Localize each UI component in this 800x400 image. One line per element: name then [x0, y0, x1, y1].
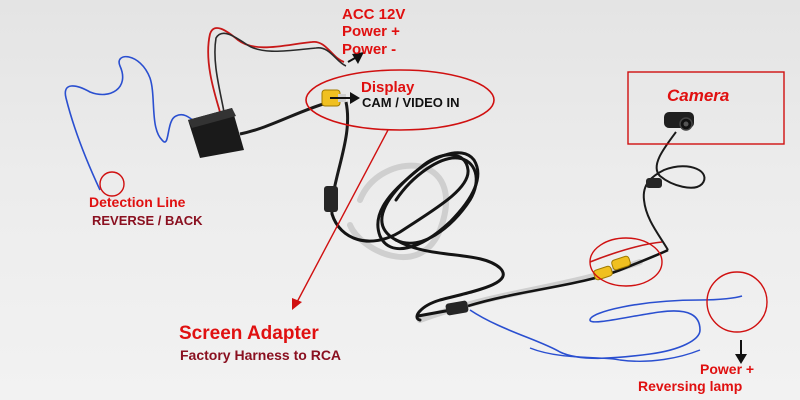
- bottom-rca-connector: [417, 300, 469, 318]
- power-wire-highlight: [706, 271, 768, 333]
- power-arrow: [735, 340, 747, 364]
- reversing-power-wire-2: [529, 347, 701, 362]
- camera-extension-cable: [467, 248, 669, 308]
- detection-line-label: Detection Line: [89, 194, 186, 210]
- reversing-power-wire: [469, 295, 743, 360]
- display-connector-highlight: [305, 69, 495, 131]
- reverse-back-label: REVERSE / BACK: [92, 213, 203, 228]
- screen-adapter-label: Screen Adapter: [179, 323, 319, 344]
- factory-harness-label: Factory Harness to RCA: [180, 347, 342, 363]
- adapter-arrow: [292, 129, 389, 310]
- harness-wire: [239, 100, 331, 136]
- acc-arrow: [347, 52, 364, 64]
- camera-body: [664, 112, 694, 131]
- cam-video-in-label: CAM / VIDEO IN: [362, 95, 460, 110]
- detection-wire-highlight: [99, 171, 125, 197]
- cable-shadows: [347, 162, 643, 323]
- splice-highlight: [589, 237, 663, 287]
- power-wire-black: [214, 32, 347, 113]
- camera-inline-box: [646, 178, 662, 188]
- acc-line-2: Power +: [342, 23, 400, 41]
- power-plus-label: Power +: [700, 361, 755, 377]
- power-wire-red: [207, 27, 345, 113]
- detection-wire: [64, 55, 199, 191]
- inline-coupler: [324, 186, 338, 212]
- splice-red-wire: [589, 241, 663, 263]
- display-label: Display: [361, 79, 415, 96]
- camera-cable: [642, 131, 706, 251]
- acc-power-label: ACC 12V Power + Power -: [342, 6, 405, 58]
- display-arrow: [330, 92, 360, 104]
- camera-label: Camera: [667, 86, 730, 105]
- reversing-lamp-label: Reversing lamp: [638, 378, 743, 394]
- acc-line-3: Power -: [342, 40, 397, 58]
- camera-label-box: [627, 71, 785, 145]
- splice-rca-connectors: [593, 255, 631, 281]
- extension-cable-coil: [330, 151, 505, 322]
- adapter-box: [188, 108, 244, 158]
- acc-line-1: ACC 12V: [342, 6, 406, 23]
